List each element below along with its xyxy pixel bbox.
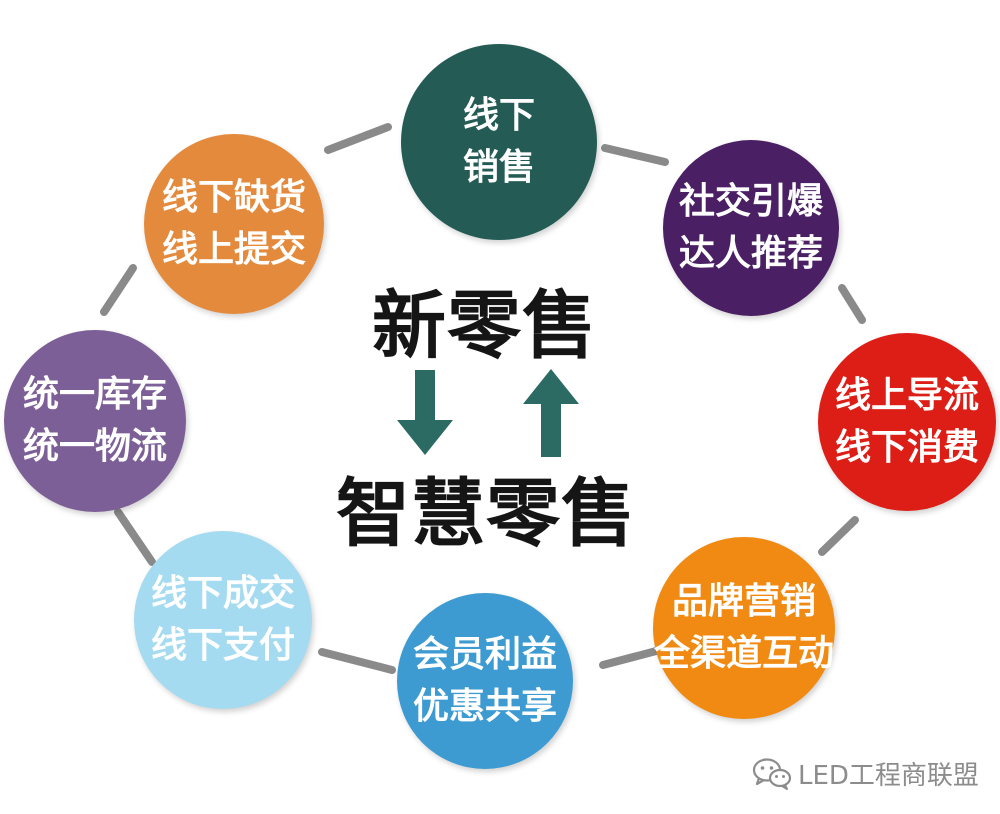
node-line: 全渠道互动: [653, 633, 834, 674]
connector-6-7: [100, 264, 137, 316]
connector-5-6: [114, 508, 156, 566]
connector-4-5: [318, 648, 396, 674]
node-line: 线下支付: [150, 625, 295, 666]
node-line: 品牌营销: [671, 581, 816, 622]
connector-1-2: [838, 284, 866, 324]
node-line: 社交引爆: [678, 181, 823, 222]
node-line: 会员利益: [412, 634, 557, 675]
node-line: 优惠共享: [412, 686, 557, 727]
connector-0-1: [601, 144, 669, 166]
connector-3-4: [599, 646, 664, 669]
node-unified-inventory: 统一库存 统一物流: [4, 330, 186, 512]
node-line: 统一库存: [22, 374, 167, 415]
node-offline-payment: 线下成交 线下支付: [134, 531, 312, 709]
arrow-down-icon: [397, 370, 453, 455]
title-smart-retail: 智慧零售: [336, 471, 636, 557]
node-line: 线下消费: [834, 427, 979, 468]
node-line: 达人推荐: [678, 233, 823, 274]
node-offline-sales: 线下 销售: [401, 44, 597, 240]
watermark-text: LED工程商联盟: [798, 761, 979, 791]
watermark: LED工程商联盟: [752, 755, 979, 792]
node-out-of-stock-online: 线下缺货 线上提交: [144, 134, 324, 314]
node-line: 线上提交: [161, 229, 306, 270]
node-line: 销售: [462, 147, 535, 188]
node-brand-marketing: 品牌营销 全渠道互动: [653, 537, 835, 719]
node-line: 线下成交: [150, 573, 295, 614]
connector-7-0: [324, 123, 392, 154]
connector-2-3: [818, 516, 859, 556]
node-line: 线下缺货: [161, 177, 306, 218]
node-line: 统一物流: [22, 426, 167, 467]
node-member-benefits: 会员利益 优惠共享: [397, 593, 573, 769]
node-online-to-offline: 线上导流 线下消费: [818, 333, 996, 511]
arrow-up-icon: [523, 369, 579, 457]
node-social-influencer: 社交引爆 达人推荐: [663, 140, 839, 316]
node-line: 线下: [462, 95, 535, 136]
node-line: 线上导流: [834, 375, 979, 416]
wechat-icon: [752, 757, 792, 790]
title-new-retail: 新零售: [372, 283, 597, 369]
